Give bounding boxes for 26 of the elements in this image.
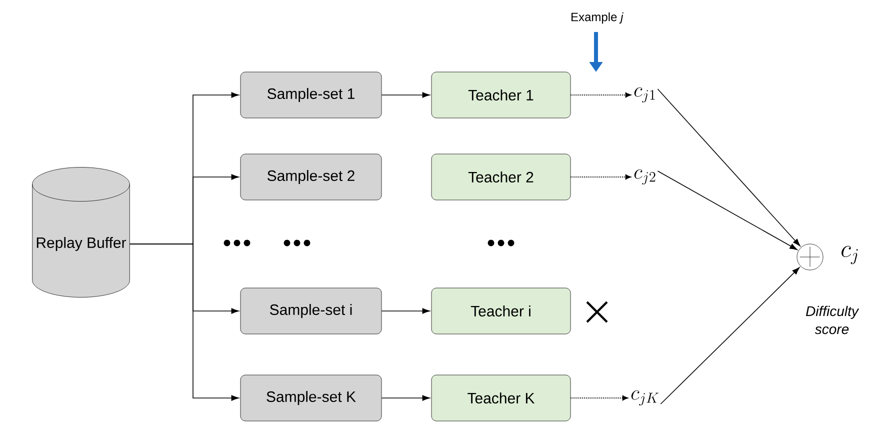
process-box: Sample-set K: [240, 374, 382, 422]
process-box: Sample-set i: [240, 288, 382, 334]
arrow: [657, 170, 798, 250]
arrow: [381, 308, 430, 314]
arrow: [570, 92, 632, 98]
arrow: [657, 88, 800, 246]
score-symbol: $c_j$: [842, 246, 858, 264]
score-symbol: $c_{jK}$: [631, 390, 658, 406]
arrow: [570, 395, 628, 401]
process-box: Sample-set 2: [240, 154, 382, 200]
sum-symbol: [796, 244, 824, 270]
arrow: [381, 395, 430, 401]
score-symbol: $c_{j1}$: [634, 87, 655, 103]
process-box: Teacher i: [431, 288, 571, 334]
arrow: [660, 267, 800, 404]
arrow: [381, 92, 430, 98]
score-symbol: $c_{j2}$: [634, 169, 656, 185]
process-box: Sample-set 1: [240, 72, 382, 118]
input-label: Example j: [572, 12, 624, 24]
process-box: Teacher 1: [431, 72, 571, 118]
arrow: [570, 174, 632, 180]
database-cylinder: Replay Buffer: [32, 167, 130, 298]
arrow: [129, 244, 239, 401]
node-label: Difficulty score: [806, 306, 860, 334]
process-box: Teacher K: [431, 374, 571, 422]
process-box: Teacher 2: [431, 154, 571, 200]
